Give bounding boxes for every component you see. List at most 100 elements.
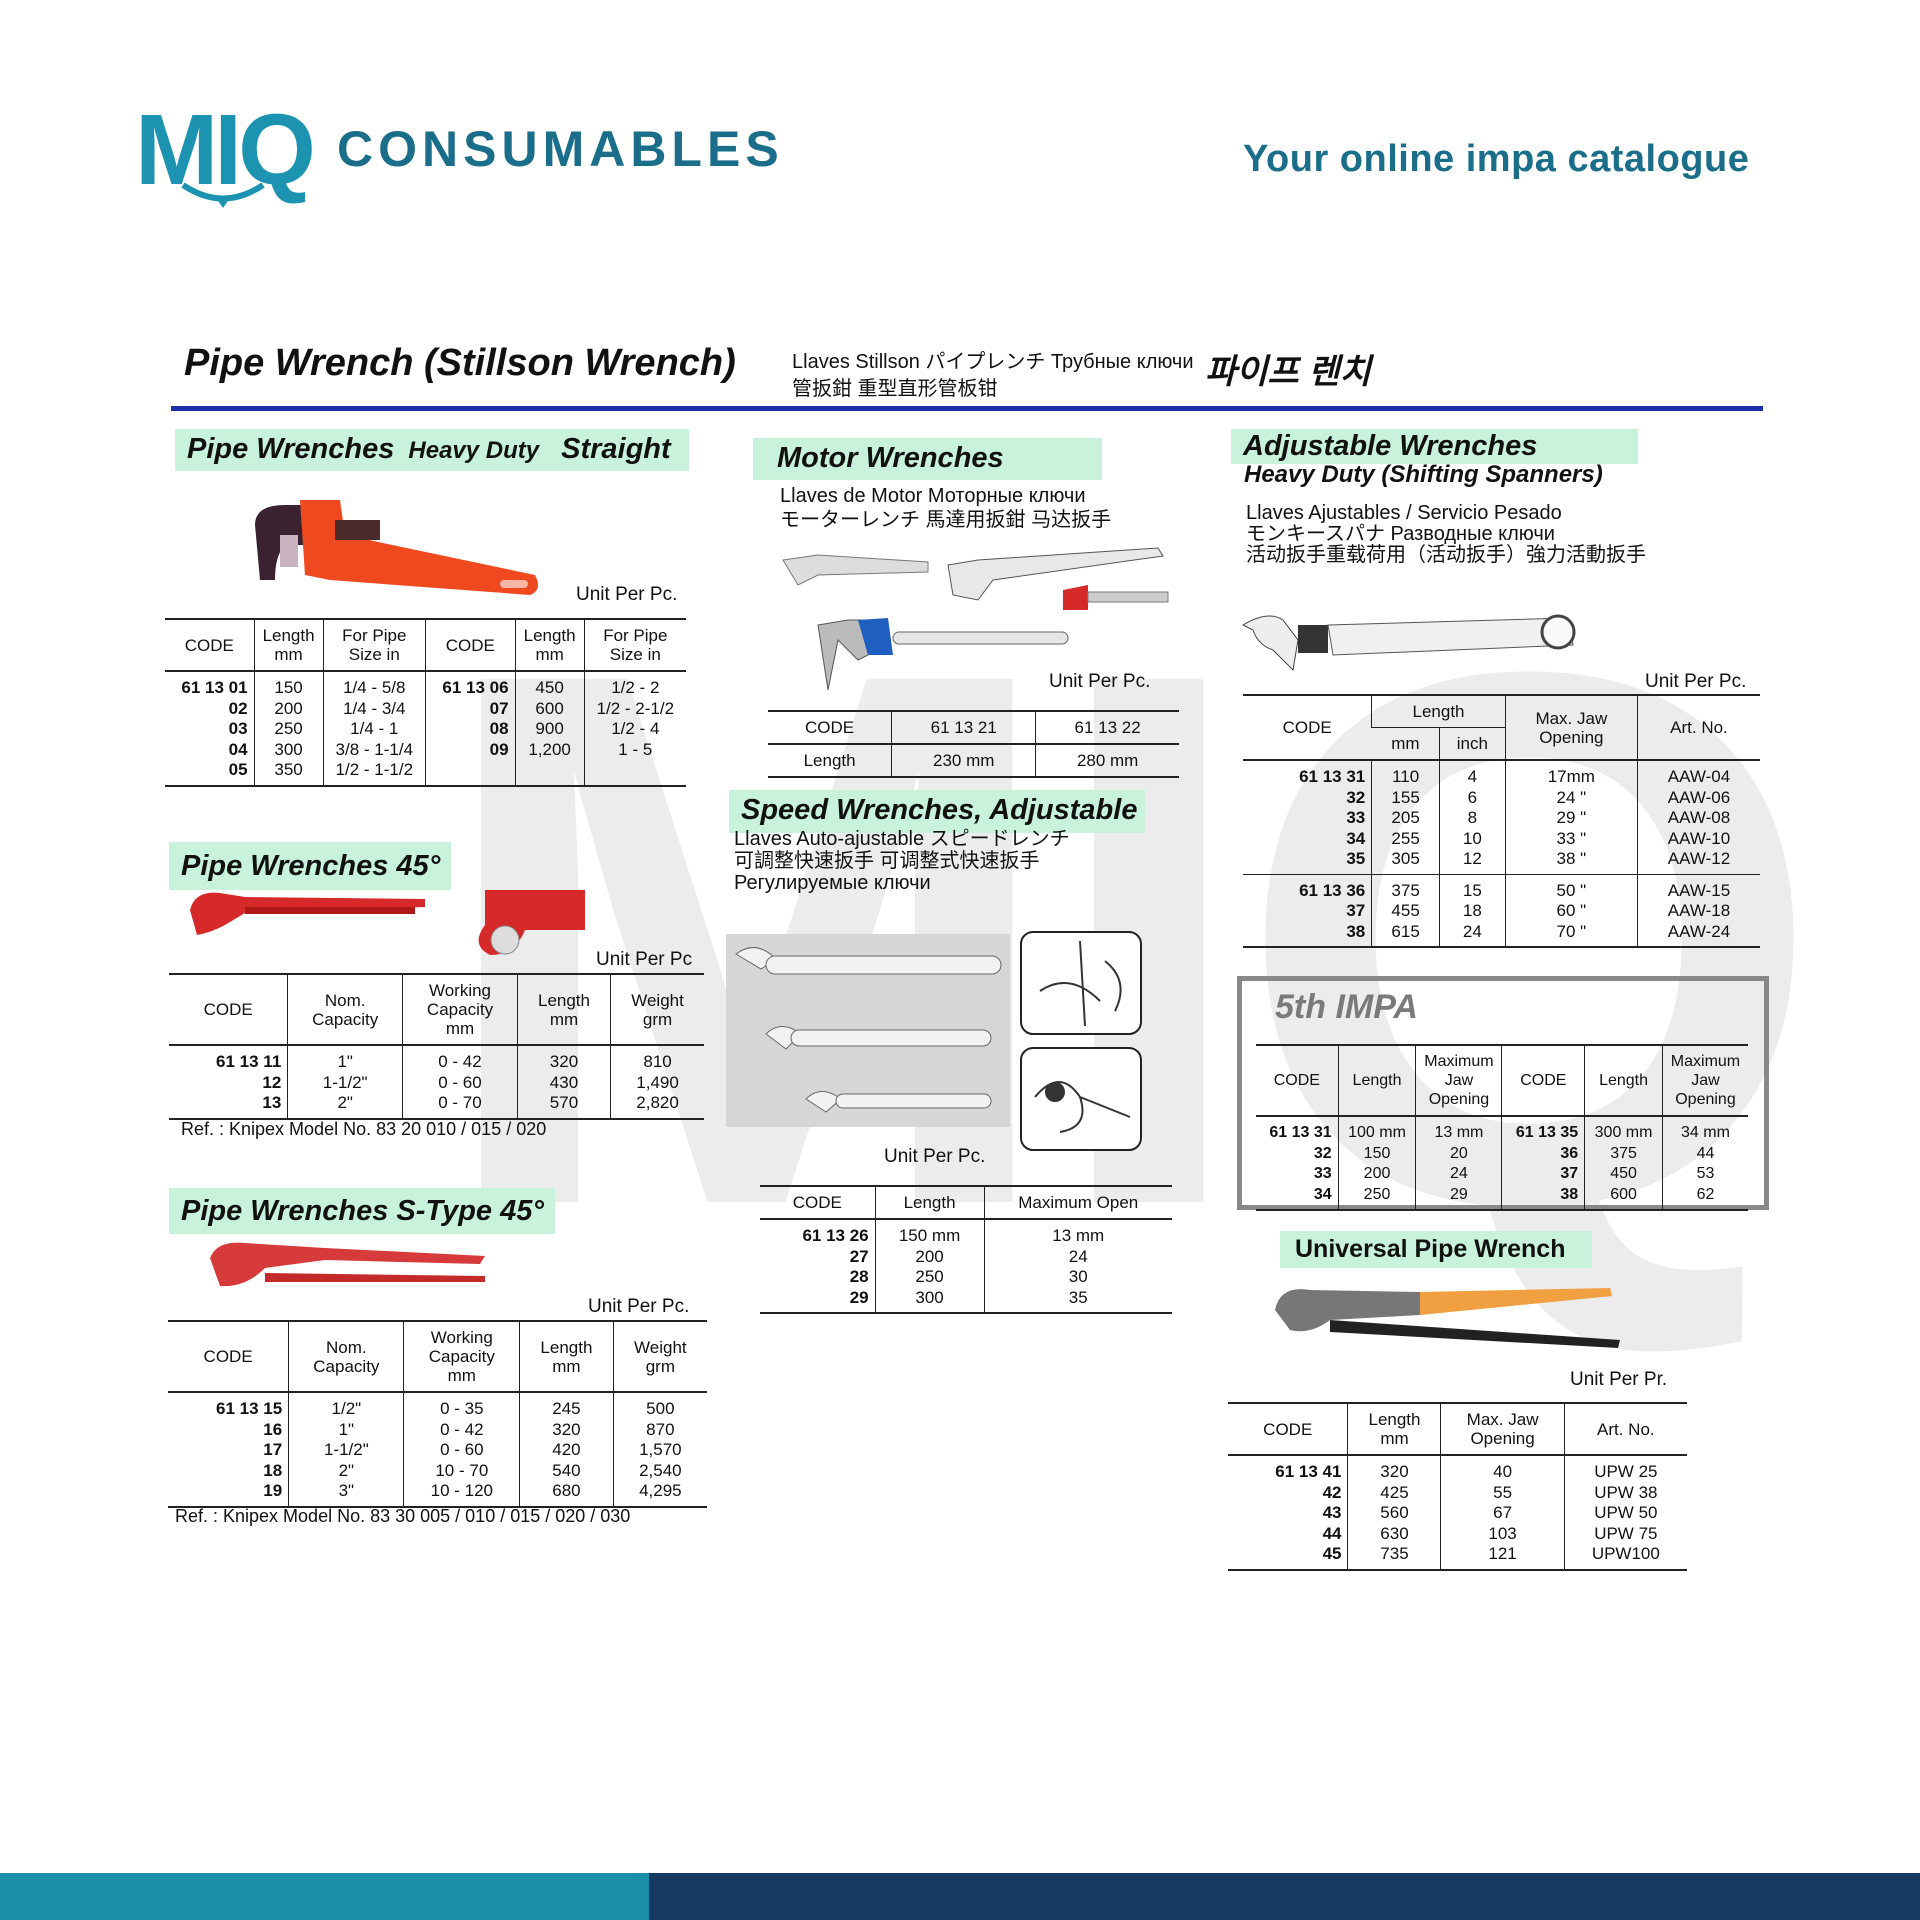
code-value: 29: [849, 1287, 869, 1307]
speed-translation-3: Регулируемые ключи: [734, 872, 931, 894]
cell-value: 455: [1391, 901, 1420, 920]
code-value: 13: [262, 1093, 282, 1112]
cell-value: 17mm: [1547, 767, 1595, 786]
cell-value: AAW-04: [1667, 767, 1731, 786]
cell-value: 3": [338, 1481, 355, 1500]
unit-label: Unit Per Pc.: [1645, 671, 1747, 692]
cell-value: 205: [1391, 808, 1420, 827]
cell-value: 24 ": [1556, 787, 1587, 807]
table-cell: Length: [768, 744, 892, 777]
cell-value: 300 mm: [1594, 1124, 1653, 1141]
cell-value: 600: [535, 698, 564, 718]
cell-value: 320: [552, 1419, 581, 1439]
cell-value: 44: [1696, 1144, 1715, 1162]
code-value: 61 13 36: [1299, 880, 1366, 900]
cell-value: 810: [643, 1052, 672, 1071]
cell-value: 10 - 70: [435, 1460, 489, 1480]
cell-value: 8: [1467, 808, 1478, 827]
cell-value: 280 mm: [1076, 751, 1139, 770]
speed-wrenches-image: [726, 934, 1010, 1127]
adjustable-translation-2: モンキースパナ Разводные ключи: [1246, 523, 1555, 545]
cell-value: 121: [1488, 1544, 1517, 1563]
section-subtitle: Heavy Duty: [408, 437, 540, 464]
cell-value: 62: [1696, 1185, 1715, 1203]
code-value: 61 13 31: [1299, 767, 1366, 786]
cell-value: 300: [915, 1287, 944, 1307]
cell-value: 2": [337, 1093, 353, 1112]
title-translation-2: 管扳鉗 重型直形管板钳: [792, 378, 998, 400]
cell-value: 150: [1363, 1144, 1391, 1162]
cell-value: AAW-08: [1667, 808, 1731, 827]
logo-mark: MIQ: [135, 94, 316, 206]
code-value: 38: [1346, 921, 1366, 941]
code-value: 33: [1313, 1165, 1332, 1182]
logo-anchor-icon: [181, 182, 265, 208]
column-header: Working Capacity mm: [403, 1321, 520, 1393]
code-value: 45: [1322, 1544, 1342, 1563]
code-value: 61 13 11: [216, 1052, 282, 1071]
section-universal-title: Universal Pipe Wrench: [1280, 1231, 1592, 1268]
cell-value: 18: [1462, 901, 1482, 920]
page-title: Pipe Wrench (Stillson Wrench): [184, 342, 736, 384]
cell-value: 305: [1391, 849, 1420, 868]
cell-value: 1/2 - 4: [611, 719, 660, 738]
cell-value: AAW-15: [1667, 880, 1731, 900]
cell-value: 24: [1450, 1165, 1468, 1182]
cell-value: 110: [1392, 767, 1420, 786]
cell-value: 1,570: [639, 1440, 682, 1459]
footer-bar-teal: [0, 1873, 649, 1920]
column-header: Art. No.: [1636, 695, 1760, 761]
cell-value: 600: [1610, 1185, 1637, 1203]
cell-value: 375: [1391, 880, 1420, 900]
cell-value: 0 - 42: [440, 1419, 484, 1439]
cell-value: AAW-10: [1667, 828, 1731, 848]
column-header: Length: [1337, 1045, 1416, 1117]
cell-value: 35: [1068, 1287, 1088, 1307]
unit-label: Unit Per Pc.: [588, 1296, 690, 1317]
s-type-wrench-image: [210, 1242, 485, 1287]
cell-value: 15: [1462, 880, 1482, 900]
cell-value: 150 mm: [898, 1226, 961, 1245]
cell-value: 1/4 - 3/4: [343, 698, 406, 718]
code-value: 32: [1346, 787, 1366, 807]
cell-value: 425: [1380, 1482, 1409, 1502]
table-cell: 280 mm: [1035, 744, 1179, 777]
cell-value: 38 ": [1556, 849, 1587, 868]
cell-value: 50 ": [1556, 880, 1587, 900]
code-value: 02: [228, 698, 248, 718]
code-value: 61 13 06: [442, 678, 509, 697]
code-value: 05: [228, 760, 248, 779]
cell-value: 1/2 - 2-1/2: [596, 698, 675, 718]
code-value: 27: [849, 1246, 869, 1266]
code-value: 37: [1346, 901, 1366, 920]
cell-value: Length: [803, 751, 856, 770]
cell-value: 1/2": [331, 1399, 362, 1418]
section-adjustable-subtitle: Heavy Duty (Shifting Spanners): [1244, 461, 1603, 488]
tagline: Your online impa catalogue: [1243, 138, 1750, 180]
section-motor-title: Motor Wrenches: [753, 438, 1102, 480]
code-value: 61 13 35: [1515, 1124, 1579, 1141]
